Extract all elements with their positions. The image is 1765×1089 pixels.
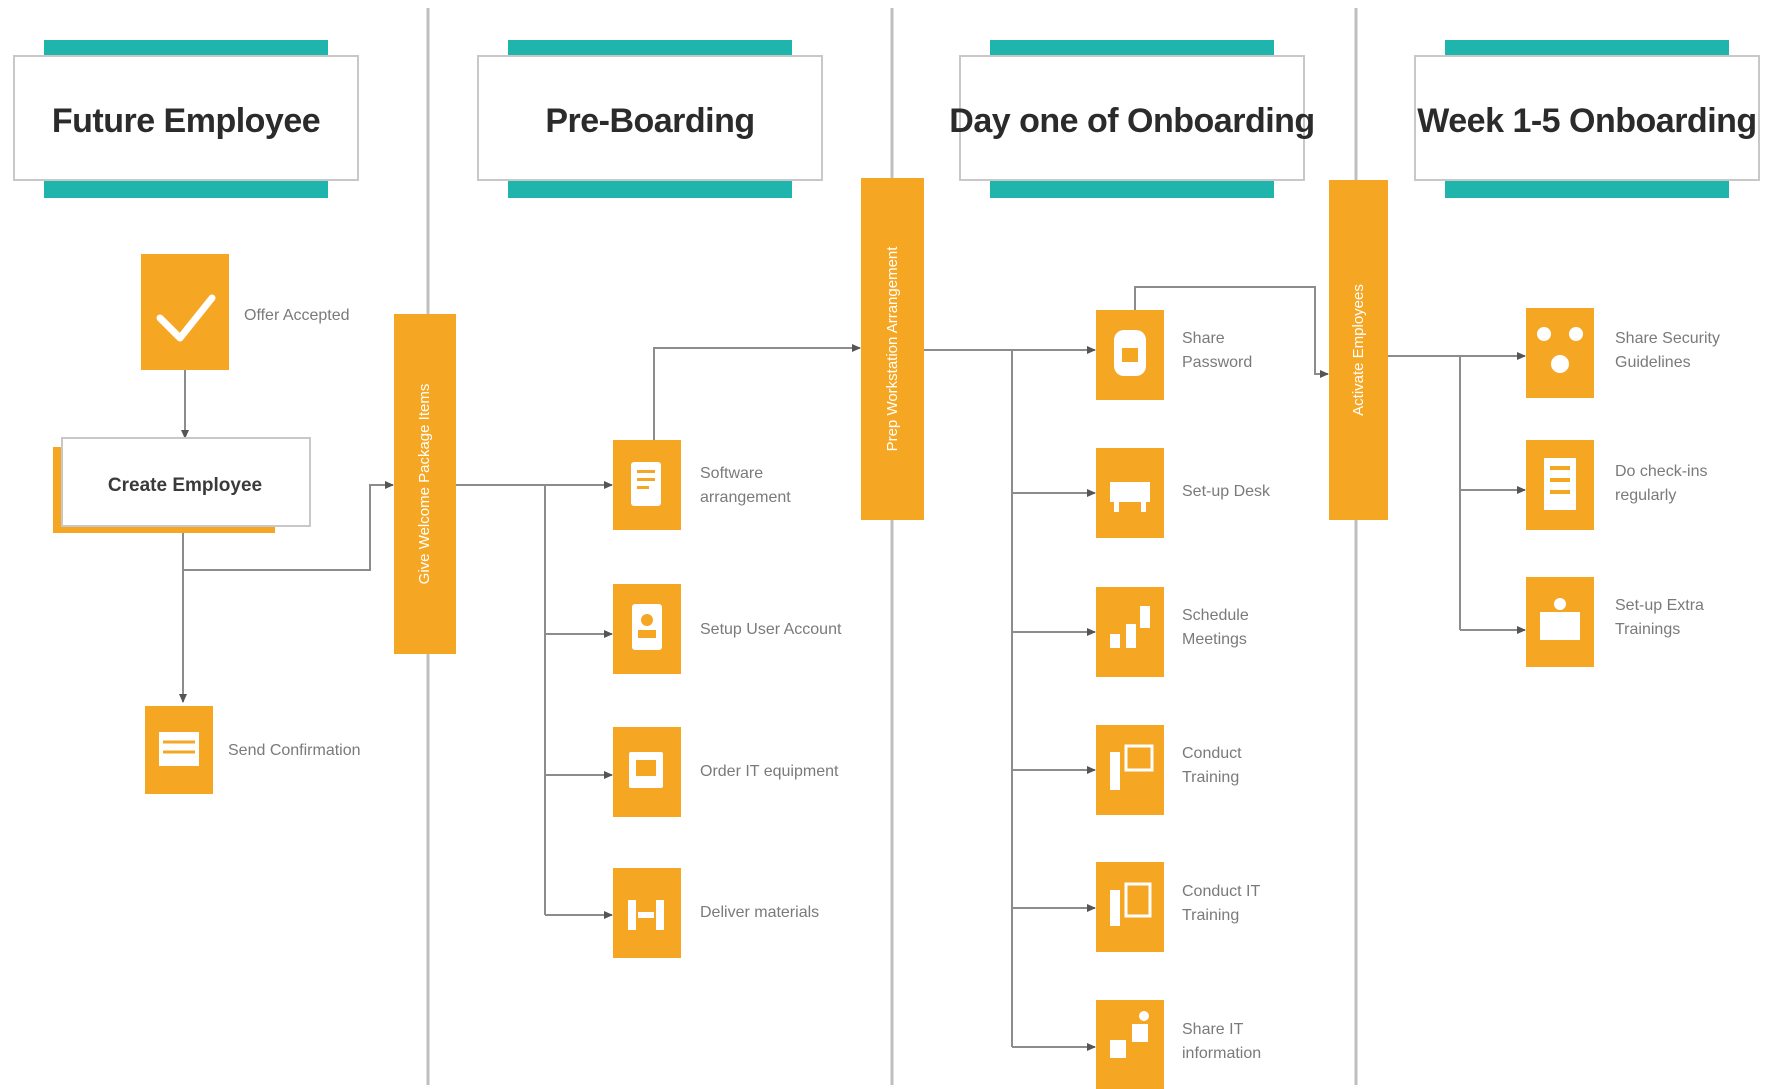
step-label: Order IT equipment xyxy=(700,763,839,780)
gate-label: Prep Workstation Arrangement xyxy=(884,246,901,452)
step-label: Send Confirmation xyxy=(228,742,361,759)
send-confirmation-step: Send Confirmation xyxy=(145,706,361,794)
desk-icon xyxy=(1110,482,1150,512)
step-tile xyxy=(1096,862,1164,952)
step-label: Set-up Desk xyxy=(1182,483,1271,500)
step-tile xyxy=(141,254,229,370)
offer-accepted-step: Offer Accepted xyxy=(141,254,350,370)
security-icon xyxy=(1537,327,1583,373)
lane-title: Week 1-5 Onboarding xyxy=(1417,102,1756,140)
checklist-icon xyxy=(1544,458,1576,510)
equipment-icon xyxy=(629,752,663,788)
gate-label: Activate Employees xyxy=(1350,284,1367,416)
gate-label: Give Welcome Package Items xyxy=(416,384,433,585)
gate-bar xyxy=(1329,180,1388,520)
create-employee-step: Create Employee xyxy=(53,437,311,533)
lane-title: Day one of Onboarding xyxy=(949,102,1314,140)
software-icon xyxy=(631,462,661,506)
step-tile xyxy=(1526,308,1594,398)
gate-bar xyxy=(861,178,924,520)
set-up-desk-step: Set-up Desk xyxy=(1096,448,1271,538)
lane-title: Pre-Boarding xyxy=(545,102,754,140)
information-icon xyxy=(1110,1011,1149,1058)
delivery-icon xyxy=(628,900,664,930)
checkmark-icon xyxy=(156,294,216,342)
lane-header-future-employee: Future Employee xyxy=(13,40,359,198)
user-account-icon xyxy=(632,604,662,650)
deliver-materials-step: Deliver materials xyxy=(613,868,819,958)
gate-prep-workstation: Prep Workstation Arrangement xyxy=(861,178,924,520)
meeting-icon xyxy=(1110,606,1150,648)
connectors xyxy=(179,286,1526,1051)
order-it-equipment-step: Order IT equipment xyxy=(613,727,839,817)
extra-training-icon xyxy=(1540,598,1580,640)
step-tile xyxy=(1096,1000,1164,1089)
step-label: Deliver materials xyxy=(700,904,819,921)
lane-header-week-1-5: Week 1-5 Onboarding xyxy=(1414,40,1760,198)
lane-header-day-one: Day one of Onboarding xyxy=(949,40,1315,198)
gate-activate-employees: Activate Employees xyxy=(1329,180,1388,520)
setup-user-account-step: Setup User Account xyxy=(613,584,842,674)
it-training-icon xyxy=(1110,882,1152,926)
document-icon xyxy=(159,732,199,766)
gate-bar xyxy=(394,314,456,654)
step-label: Setup User Account xyxy=(700,621,842,638)
password-icon xyxy=(1114,330,1146,376)
lane-header-pre-boarding: Pre-Boarding xyxy=(477,40,823,198)
step-label: Create Employee xyxy=(108,475,262,496)
step-label: Offer Accepted xyxy=(244,307,350,324)
lane-title: Future Employee xyxy=(52,102,320,140)
gate-welcome-package: Give Welcome Package Items xyxy=(394,314,456,654)
training-icon xyxy=(1110,744,1154,790)
